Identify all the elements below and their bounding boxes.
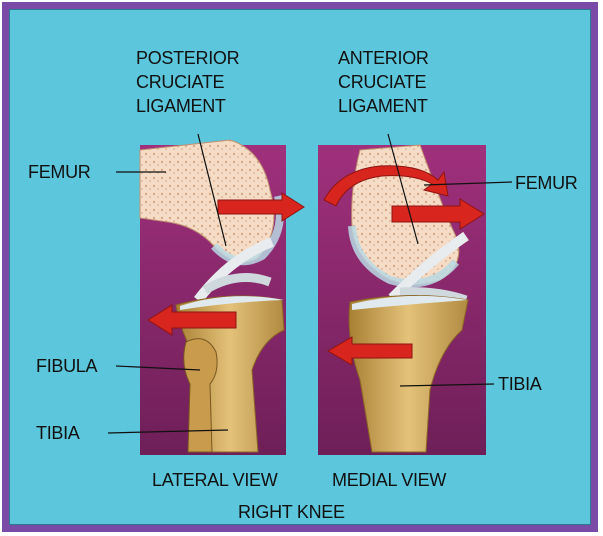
anterior-label-line1: ANTERIOR (338, 47, 429, 69)
anterior-label-line3: LIGAMENT (338, 95, 428, 117)
posterior-label-line3: LIGAMENT (136, 95, 226, 117)
tibia-label-left: TIBIA (36, 422, 80, 444)
fibula-label: FIBULA (36, 355, 97, 377)
medial-view-caption: MEDIAL VIEW (332, 469, 446, 491)
tibia-label-right: TIBIA (498, 373, 542, 395)
diagram-title: RIGHT KNEE (238, 501, 345, 523)
posterior-label-line2: CRUCIATE (136, 71, 224, 93)
anterior-label-line2: CRUCIATE (338, 71, 426, 93)
femur-label-right: FEMUR (515, 172, 578, 194)
lateral-view-caption: LATERAL VIEW (152, 469, 277, 491)
posterior-label-line1: POSTERIOR (136, 47, 239, 69)
femur-label-left: FEMUR (28, 161, 91, 183)
